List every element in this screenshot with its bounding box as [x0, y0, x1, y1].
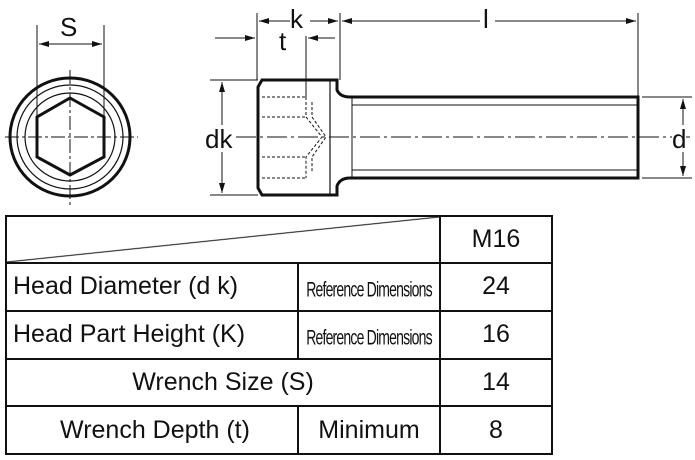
row-value: 8	[439, 405, 553, 455]
row-note: Minimum	[297, 405, 441, 455]
size-header: M16	[439, 215, 553, 264]
label-l: l	[483, 4, 489, 34]
row-value: 24	[439, 262, 553, 312]
table-row: Wrench Depth (t) Minimum 8	[5, 405, 553, 455]
label-dk: dk	[205, 124, 233, 154]
row-value: 16	[439, 309, 553, 360]
row-note: Reference Dimensions	[306, 325, 432, 350]
bolt-drawing	[5, 13, 692, 205]
table-row: Wrench Size (S) 14	[5, 357, 553, 408]
table-row: Head Diameter (d k) Reference Dimensions…	[5, 262, 553, 312]
label-s: S	[60, 12, 78, 42]
row-label: Head Diameter (d k)	[5, 262, 299, 312]
dimension-table: M16 Head Diameter (d k) Reference Dimens…	[5, 215, 553, 455]
row-note: Reference Dimensions	[306, 277, 432, 302]
label-t: t	[279, 26, 287, 56]
row-label: Wrench Size (S)	[5, 357, 441, 408]
table-row: Head Part Height (K) Reference Dimension…	[5, 309, 553, 360]
table-header-row: M16	[6, 215, 553, 264]
label-d: d	[672, 124, 687, 154]
side-view	[205, 13, 692, 197]
end-view	[5, 25, 138, 205]
diagonal-header-cell	[6, 216, 440, 263]
row-label: Wrench Depth (t)	[5, 405, 299, 455]
row-value: 14	[439, 357, 553, 408]
label-k: k	[290, 4, 303, 34]
row-label: Head Part Height (K)	[5, 309, 299, 360]
